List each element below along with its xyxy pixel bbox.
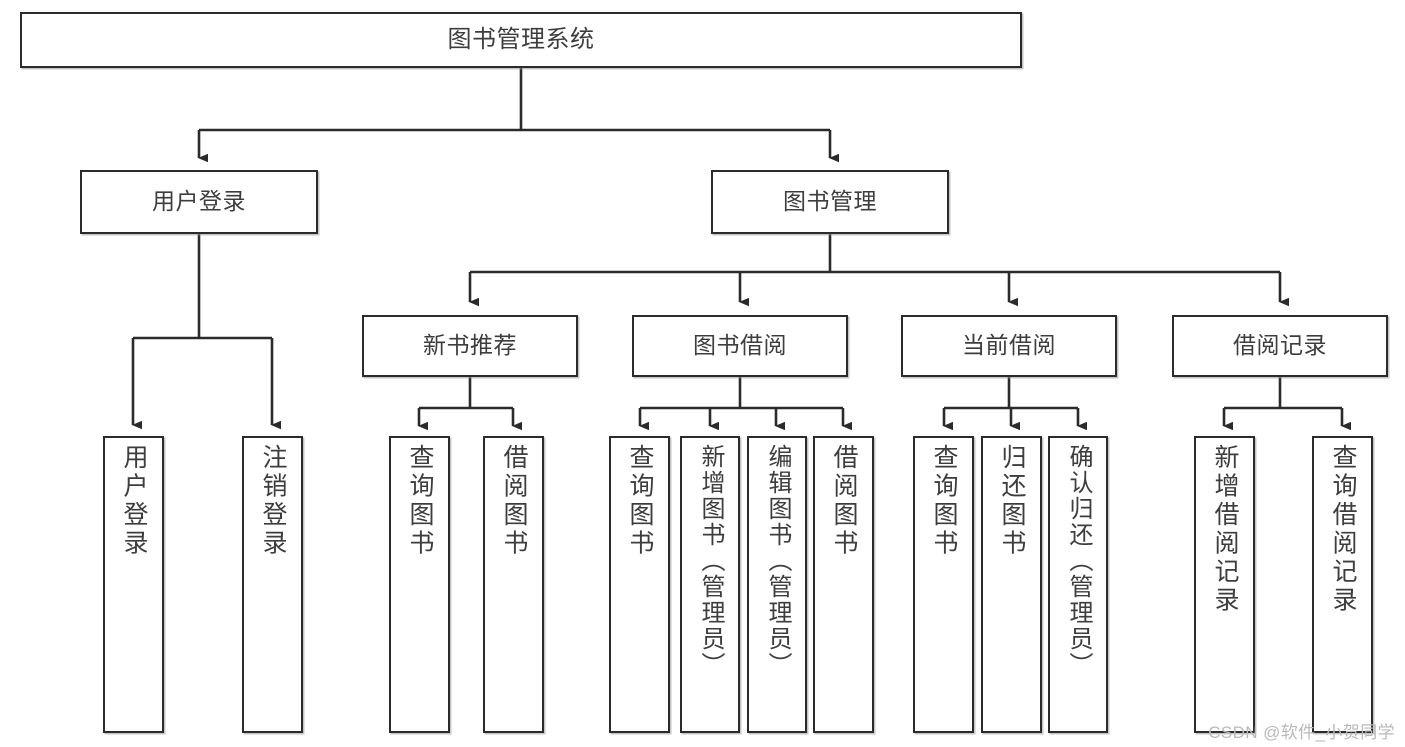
- node-current-borrow[interactable]: 当前借阅: [901, 315, 1117, 377]
- node-label: 查询图书: [626, 444, 654, 558]
- leaf-book-borrow-borrow-book[interactable]: 借阅图书: [813, 436, 874, 733]
- node-borrow-record[interactable]: 借阅记录: [1172, 315, 1388, 377]
- node-new-book-recommend[interactable]: 新书推荐: [362, 315, 578, 377]
- leaf-book-borrow-add-book-admin[interactable]: 新增图书（管理员）: [680, 436, 740, 733]
- node-label: 图书管理: [783, 188, 877, 215]
- node-label: 用户登录: [120, 444, 148, 558]
- node-label: 编辑图书（管理员）: [764, 444, 791, 678]
- leaf-user-login-login[interactable]: 用户登录: [103, 436, 164, 733]
- node-label: 当前借阅: [962, 332, 1056, 359]
- leaf-current-borrow-return-book[interactable]: 归还图书: [981, 436, 1042, 733]
- node-root-book-management-system[interactable]: 图书管理系统: [20, 12, 1022, 68]
- leaf-current-borrow-confirm-return-admin[interactable]: 确认归还（管理员）: [1048, 436, 1108, 733]
- node-user-login[interactable]: 用户登录: [80, 170, 318, 234]
- node-label: 借阅图书: [500, 444, 528, 558]
- node-label: 确认归还（管理员）: [1065, 444, 1092, 678]
- node-book-management[interactable]: 图书管理: [711, 170, 949, 234]
- node-label: 新增图书（管理员）: [697, 444, 724, 678]
- leaf-borrow-record-query-record[interactable]: 查询借阅记录: [1312, 436, 1373, 733]
- node-label: 借阅图书: [830, 444, 858, 558]
- leaf-new-book-query-book[interactable]: 查询图书: [389, 436, 450, 733]
- node-label: 查询借阅记录: [1329, 444, 1357, 615]
- leaf-current-borrow-query-book[interactable]: 查询图书: [913, 436, 974, 733]
- node-label: 用户登录: [152, 188, 246, 215]
- node-label: 注销登录: [259, 444, 287, 558]
- node-label: 查询图书: [406, 444, 434, 558]
- leaf-borrow-record-add-record[interactable]: 新增借阅记录: [1194, 436, 1255, 733]
- node-book-borrow[interactable]: 图书借阅: [632, 315, 848, 377]
- leaf-book-borrow-query-book[interactable]: 查询图书: [609, 436, 670, 733]
- watermark: CSDN @软件_小贺同学: [1208, 723, 1395, 742]
- leaf-new-book-borrow-book[interactable]: 借阅图书: [483, 436, 544, 733]
- node-label: 查询图书: [930, 444, 958, 558]
- leaf-user-login-logout[interactable]: 注销登录: [242, 436, 303, 733]
- node-label: 图书管理系统: [447, 25, 595, 53]
- node-label: 归还图书: [998, 444, 1026, 558]
- leaf-book-borrow-edit-book-admin[interactable]: 编辑图书（管理员）: [747, 436, 807, 733]
- node-label: 借阅记录: [1233, 332, 1327, 359]
- node-label: 图书借阅: [693, 332, 787, 359]
- node-label: 新增借阅记录: [1211, 444, 1239, 615]
- node-label: 新书推荐: [423, 332, 517, 359]
